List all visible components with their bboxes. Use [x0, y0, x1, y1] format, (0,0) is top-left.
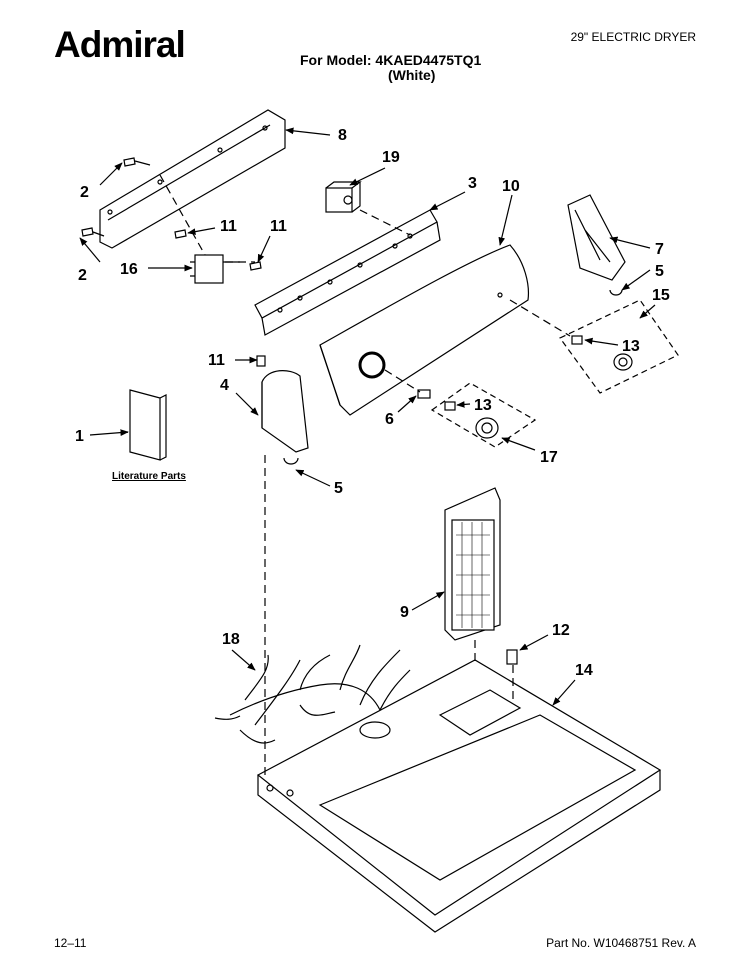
callout-12: 12	[552, 622, 570, 639]
part-10-console-panel	[319, 244, 530, 416]
part-2-screw-top	[123, 157, 151, 167]
part-18-wire-harness	[214, 644, 411, 744]
part-5-clip-left	[283, 457, 299, 465]
part-7-end-cap-right	[567, 194, 626, 281]
callout-8: 8	[338, 127, 347, 144]
part-9-lint-screen	[444, 487, 501, 641]
brand-logo: Admiral	[54, 24, 186, 65]
part-8-rear-panel	[99, 109, 286, 249]
part-17-knob	[475, 417, 499, 439]
part-5-clip-right	[609, 289, 623, 296]
callout-14: 14	[575, 662, 593, 679]
callout-13-right: 13	[622, 338, 640, 355]
part-number: Part No. W10468751 Rev. A	[546, 936, 696, 950]
part-11-screw-a	[174, 229, 187, 239]
leader-arrows	[79, 127, 656, 706]
model-line: For Model: 4KAED4475TQ1	[300, 52, 482, 68]
callout-2-top: 2	[80, 184, 89, 201]
part-11-screw-c	[256, 355, 266, 367]
callout-3: 3	[468, 175, 477, 192]
callout-15: 15	[652, 287, 670, 304]
callout-17: 17	[540, 449, 558, 466]
part-6-shaft	[417, 389, 431, 399]
callout-5-right: 5	[655, 263, 664, 280]
callout-5-left: 5	[334, 480, 343, 497]
revision-date: 12–11	[54, 936, 87, 950]
part-2-screw-bottom	[81, 227, 105, 237]
callout-9: 9	[400, 604, 409, 621]
part-13-knob-right	[571, 335, 583, 345]
callout-4: 4	[220, 377, 229, 394]
callout-11-a: 11	[220, 218, 237, 235]
part-14-top-panel	[256, 659, 662, 933]
callout-1: 1	[75, 428, 84, 445]
callout-7: 7	[655, 241, 664, 258]
callout-6: 6	[385, 411, 394, 428]
callout-18: 18	[222, 631, 240, 648]
part-15-group-box	[559, 299, 679, 394]
part-4-end-cap-left	[261, 370, 309, 453]
part-1-literature	[129, 389, 167, 461]
callout-13-center: 13	[474, 397, 492, 414]
callout-19: 19	[382, 149, 400, 166]
alignment-lines	[159, 174, 571, 775]
part-13-knob-center	[444, 401, 456, 411]
part-16-timer	[190, 254, 240, 284]
callout-16: 16	[120, 261, 138, 278]
literature-parts-label: Literature Parts	[112, 471, 186, 482]
part-3-console-bracket	[254, 209, 441, 336]
callout-11-b: 11	[270, 218, 287, 235]
model-color: (White)	[388, 67, 436, 83]
callout-10: 10	[502, 178, 520, 195]
part-12-screw	[506, 649, 518, 665]
part-15-knob	[613, 353, 633, 371]
part-11-screw-b	[249, 261, 262, 271]
callout-2-bottom: 2	[78, 267, 87, 284]
part-17-group-box	[430, 382, 537, 448]
part-19-switch	[325, 181, 362, 213]
callout-11-c: 11	[208, 352, 225, 369]
product-title: 29" ELECTRIC DRYER	[570, 30, 696, 44]
